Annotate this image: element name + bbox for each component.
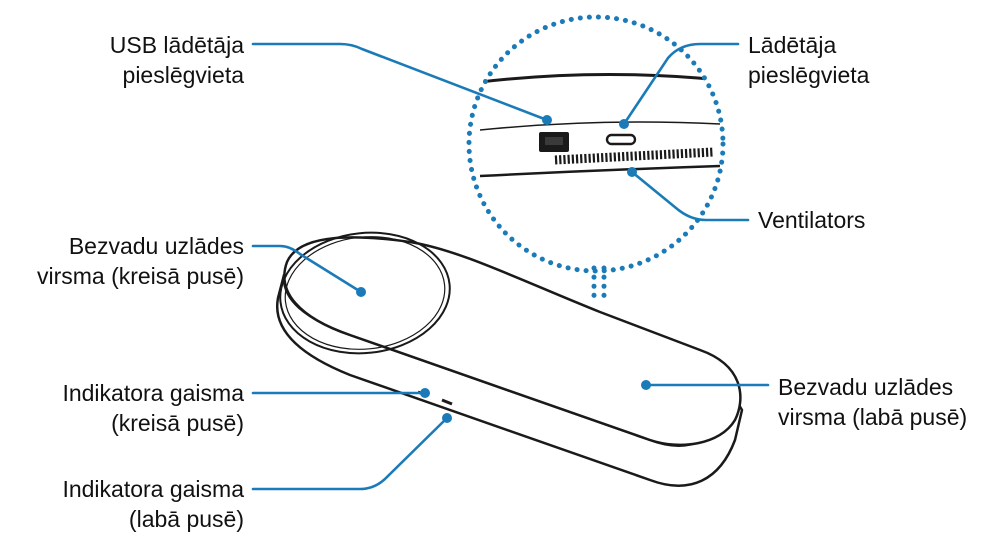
device-body: [275, 231, 744, 487]
zoom-seam-line: [479, 121, 721, 131]
zoom-device-bottom-edge: [479, 164, 721, 178]
left-charging-pad-inner: [284, 236, 446, 350]
zoom-dotted-circle: [466, 14, 726, 274]
label-charger-port: Lādētāja pieslēgvieta: [748, 30, 869, 90]
label-wireless-right-line2: virsma (labā pusē): [778, 404, 968, 430]
zoom-charger-port: [605, 133, 637, 146]
leader-lines: [251, 42, 770, 491]
label-wireless-left-line1: Bezvadu uzlādes: [68, 233, 244, 259]
label-wireless-left: Bezvadu uzlādes virsma (kreisā pusē): [37, 231, 244, 291]
dot-wireless-left: [356, 287, 366, 297]
label-fan: Ventilators: [758, 205, 865, 235]
label-usb-port: USB lādētāja pieslēgvieta: [110, 30, 244, 90]
indicator-light-right: [441, 398, 453, 406]
leader-indicator-right: [251, 416, 449, 491]
label-usb-port-line2: pieslēgvieta: [122, 62, 244, 88]
dot-indicator-right: [442, 413, 452, 423]
label-indicator-left-line2: (kreisā pusē): [111, 410, 244, 436]
leader-fan: [630, 170, 750, 222]
label-indicator-left: Indikatora gaisma (kreisā pusē): [62, 378, 244, 438]
dot-indicator-left: [420, 388, 430, 398]
zoom-detail: [466, 14, 726, 303]
label-indicator-left-line1: Indikatora gaisma: [62, 380, 244, 406]
label-wireless-right-line1: Bezvadu uzlādes: [778, 374, 954, 400]
label-indicator-right: Indikatora gaisma (labā pusē): [62, 474, 244, 534]
dot-usb-port: [542, 115, 552, 125]
leader-dots: [356, 115, 651, 423]
zoom-device-top-edge: [479, 72, 721, 84]
left-charging-pad-outer: [279, 231, 451, 355]
leader-wireless-left: [251, 244, 363, 294]
label-wireless-right: Bezvadu uzlādes virsma (labā pusē): [778, 372, 967, 432]
label-usb-port-line1: USB lādētāja: [109, 32, 244, 58]
zoom-dotted-connector: [591, 265, 607, 303]
label-charger-port-line1: Lādētāja: [748, 32, 837, 58]
dot-fan: [627, 167, 637, 177]
zoom-vent-grille: [554, 147, 715, 165]
label-charger-port-line2: pieslēgvieta: [748, 62, 870, 88]
zoom-usb-port-inner: [545, 137, 563, 145]
leader-charger-port: [622, 42, 740, 126]
dot-charger-port: [619, 119, 629, 129]
label-indicator-right-line1: Indikatora gaisma: [62, 476, 244, 502]
label-indicator-right-line2: (labā pusē): [128, 506, 244, 532]
leader-usb-port: [251, 42, 549, 122]
label-fan-line1: Ventilators: [758, 207, 866, 233]
label-wireless-left-line2: virsma (kreisā pusē): [36, 263, 244, 289]
dot-wireless-right: [641, 380, 651, 390]
